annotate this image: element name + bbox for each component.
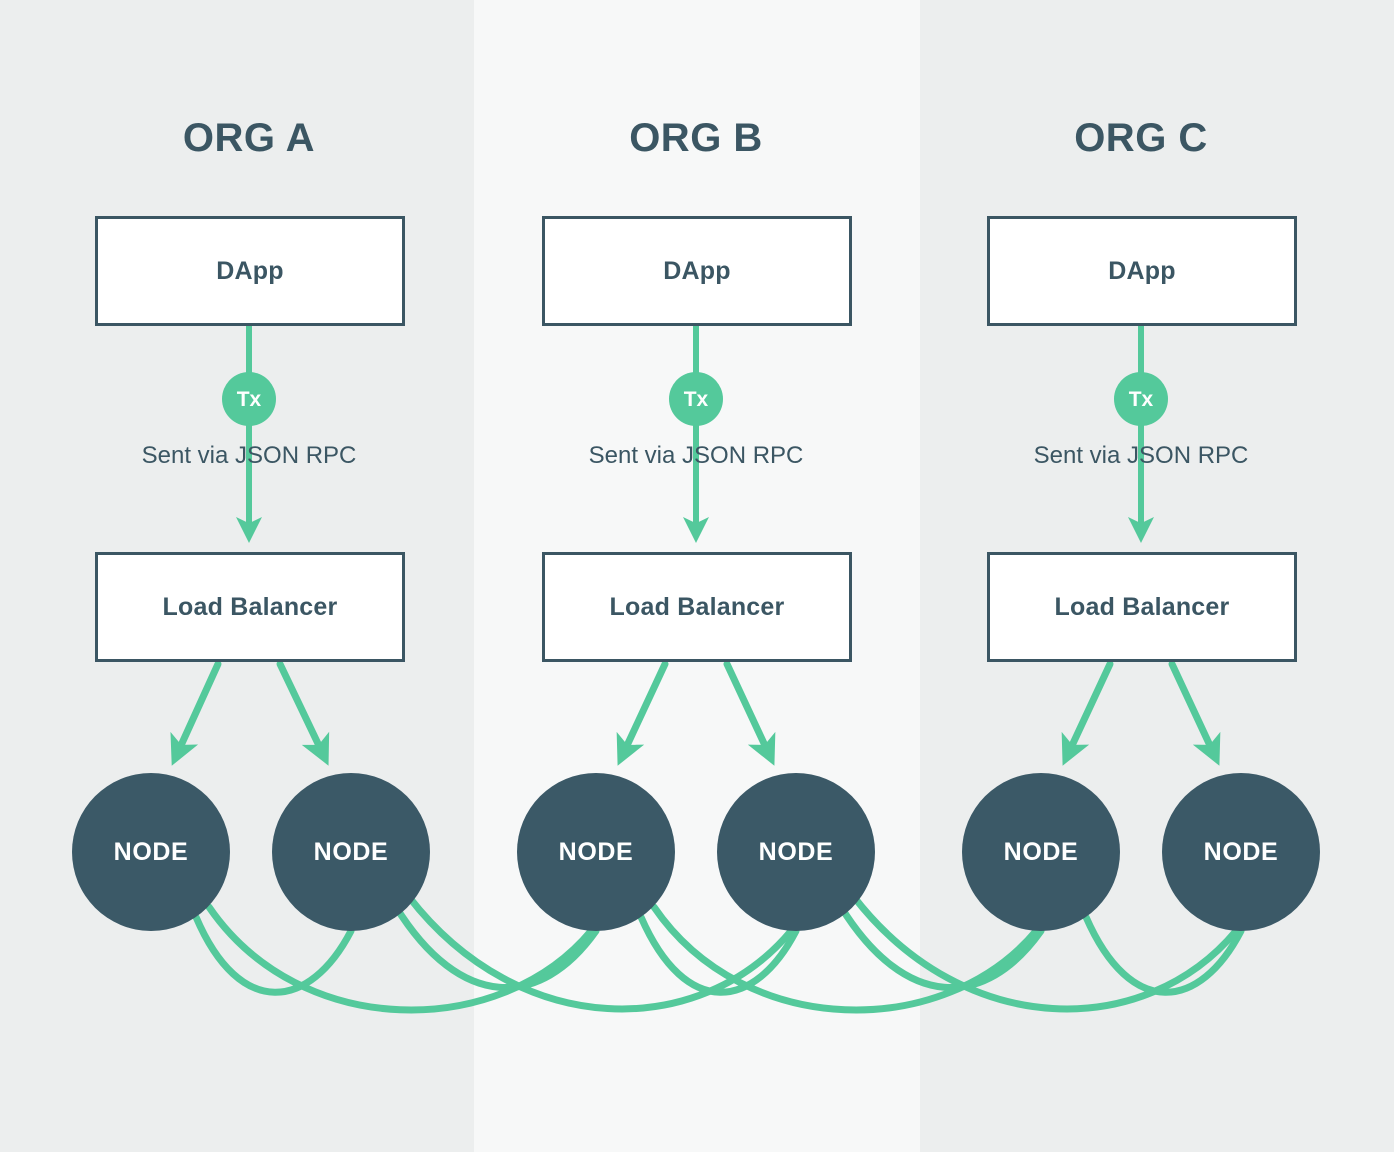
load-balancer-label-org-b: Load Balancer [609, 592, 785, 621]
node-label-org-b-1: NODE [558, 837, 634, 866]
tx-badge-org-a[interactable]: Tx [222, 372, 276, 426]
dapp-label-org-b: DApp [663, 256, 731, 285]
node-circle-org-c-2[interactable]: NODE [1162, 773, 1320, 931]
tx-badge-label-org-b: Tx [683, 387, 709, 411]
rpc-label-org-a: Sent via JSON RPC [141, 442, 357, 469]
node-circle-org-a-1[interactable]: NODE [72, 773, 230, 931]
load-balancer-box-org-c[interactable]: Load Balancer [987, 552, 1297, 662]
dapp-box-org-b[interactable]: DApp [542, 216, 852, 326]
dapp-box-org-c[interactable]: DApp [987, 216, 1297, 326]
dapp-label-org-a: DApp [216, 256, 284, 285]
tx-badge-label-org-c: Tx [1128, 387, 1154, 411]
node-label-org-a-1: NODE [113, 837, 189, 866]
rpc-label-org-c: Sent via JSON RPC [1033, 442, 1249, 469]
rpc-label-org-b: Sent via JSON RPC [588, 442, 804, 469]
load-balancer-box-org-b[interactable]: Load Balancer [542, 552, 852, 662]
node-circle-org-b-1[interactable]: NODE [517, 773, 675, 931]
load-balancer-label-org-a: Load Balancer [162, 592, 338, 621]
org-title-a: ORG A [182, 116, 316, 160]
node-circle-org-b-2[interactable]: NODE [717, 773, 875, 931]
node-label-org-c-2: NODE [1203, 837, 1279, 866]
node-label-org-a-2: NODE [313, 837, 389, 866]
dapp-label-org-c: DApp [1108, 256, 1176, 285]
load-balancer-label-org-c: Load Balancer [1054, 592, 1230, 621]
tx-badge-label-org-a: Tx [236, 387, 262, 411]
dapp-box-org-a[interactable]: DApp [95, 216, 405, 326]
org-title-c: ORG C [1074, 116, 1208, 160]
node-label-org-b-2: NODE [758, 837, 834, 866]
tx-badge-org-b[interactable]: Tx [669, 372, 723, 426]
node-circle-org-c-1[interactable]: NODE [962, 773, 1120, 931]
org-title-b: ORG B [629, 116, 763, 160]
tx-badge-org-c[interactable]: Tx [1114, 372, 1168, 426]
load-balancer-box-org-a[interactable]: Load Balancer [95, 552, 405, 662]
node-label-org-c-1: NODE [1003, 837, 1079, 866]
node-circle-org-a-2[interactable]: NODE [272, 773, 430, 931]
